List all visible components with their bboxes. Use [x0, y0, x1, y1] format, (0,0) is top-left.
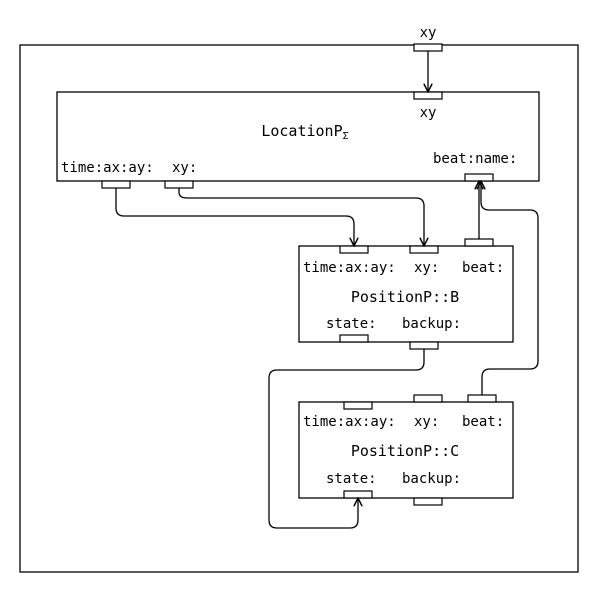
position-c-backup-port[interactable]: [413, 497, 443, 506]
wire-location-time-to-b: [115, 188, 354, 246]
position-c-backup-label: backup:: [402, 471, 461, 487]
wire-location-xy-to-b: [178, 188, 424, 246]
position-b-xy-label: xy:: [414, 260, 439, 276]
position-c-xy-port[interactable]: [413, 394, 443, 403]
position-b-beat-label: beat:: [462, 260, 504, 276]
position-b-backup-label: backup:: [402, 316, 461, 332]
position-c-box[interactable]: [298, 401, 514, 499]
position-c-state-port[interactable]: [343, 490, 373, 499]
position-b-backup-port[interactable]: [409, 341, 439, 350]
external-xy-label: xy: [420, 25, 437, 41]
position-c-time-port[interactable]: [343, 401, 373, 410]
position-b-time-port[interactable]: [339, 245, 369, 254]
location-box[interactable]: [56, 91, 540, 182]
position-c-title: PositionP::C: [351, 442, 459, 460]
position-b-beat-port[interactable]: [464, 238, 494, 247]
location-right-ports-label: beat:name:: [433, 151, 517, 167]
position-c-top-ports-label: time:ax:ay:: [303, 414, 396, 430]
wire-b-backup-to-c-state: [268, 349, 425, 529]
external-xy-port[interactable]: [413, 43, 443, 52]
position-b-state-label: state:: [326, 316, 377, 332]
location-xy-in-label: xy: [420, 105, 437, 121]
location-title: LocationPΣ: [261, 122, 348, 142]
position-b-title: PositionP::B: [351, 288, 459, 306]
location-xy-out-label: xy:: [172, 160, 197, 176]
location-beat-port[interactable]: [464, 173, 494, 182]
position-b-xy-port[interactable]: [409, 245, 439, 254]
location-left-ports-label: time:ax:ay:: [61, 160, 154, 176]
position-c-beat-label: beat:: [462, 414, 504, 430]
position-c-beat-port[interactable]: [467, 394, 497, 403]
location-xy-in-port[interactable]: [413, 91, 443, 100]
location-xy-out-port[interactable]: [164, 180, 194, 189]
wire-c-beat-to-location: [481, 181, 539, 395]
position-b-box[interactable]: [298, 245, 514, 343]
position-c-state-label: state:: [326, 471, 377, 487]
position-b-top-ports-label: time:ax:ay:: [303, 260, 396, 276]
location-time-port[interactable]: [101, 180, 131, 189]
position-c-xy-label: xy:: [414, 414, 439, 430]
position-b-state-port[interactable]: [339, 334, 369, 343]
